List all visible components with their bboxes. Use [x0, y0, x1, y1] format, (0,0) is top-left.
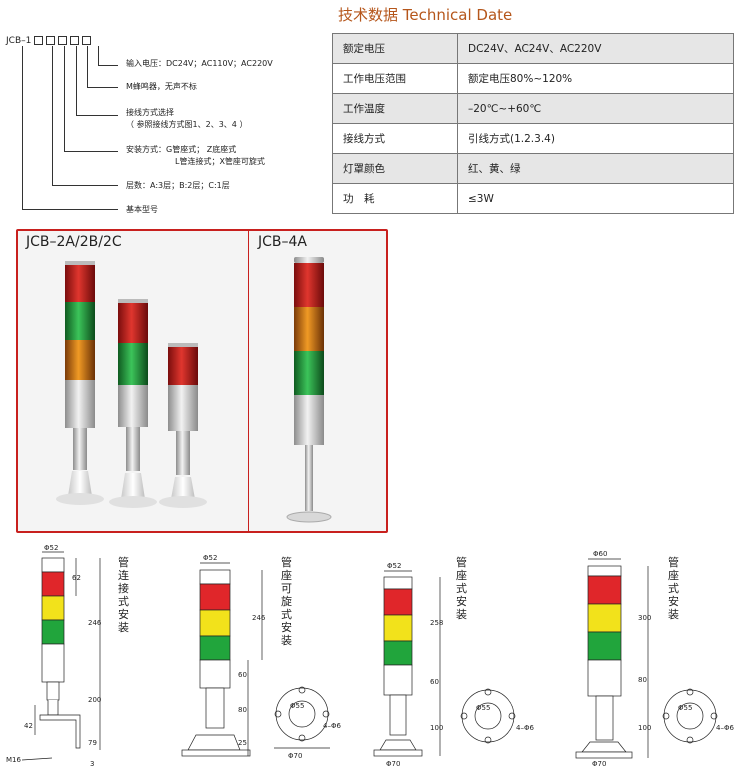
- drawing-tube-connect: [21, 551, 101, 761]
- dim-text: Φ52: [44, 544, 58, 552]
- desc-buzzer: M蜂鸣器，无声不标: [126, 82, 197, 91]
- dim-text: Φ70: [592, 760, 606, 768]
- code-line: [22, 209, 118, 210]
- spec-title: 技术数据 Technical Date: [338, 6, 513, 24]
- tower-photo-jcb-4a: [286, 257, 332, 523]
- code-box-2: [46, 36, 56, 45]
- table-row: 灯罩颜色红、黄、绿: [332, 153, 734, 184]
- spec-value: 额定电压80%~120%: [457, 63, 734, 94]
- code-line: [64, 46, 65, 152]
- photo-divider: [248, 231, 249, 531]
- ordering-prefix: JCB–1: [6, 36, 32, 46]
- model-label-left: JCB–2A/2B/2C: [26, 234, 122, 250]
- code-line: [87, 87, 118, 88]
- dim-text: Φ55: [476, 704, 490, 712]
- dim-text: 258: [430, 619, 443, 627]
- drawing-rotatable-base: [181, 562, 330, 757]
- code-line: [76, 115, 118, 116]
- spec-value: DC24V、AC24V、AC220V: [457, 33, 734, 64]
- dim-text: Φ55: [290, 702, 304, 710]
- dim-text: Φ55: [678, 704, 692, 712]
- dim-text: 4–Φ6: [716, 724, 734, 732]
- code-line: [98, 65, 118, 66]
- product-photo-illustration: [56, 257, 332, 523]
- code-line: [76, 46, 77, 116]
- table-row: 功 耗≤3W: [332, 183, 734, 214]
- desc-mount: 安装方式：G管座式； Z底座式: [126, 145, 237, 154]
- dim-text: 80: [638, 676, 647, 684]
- spec-value: 引线方式(1.2.3.4): [457, 123, 734, 154]
- spec-label: 工作温度: [332, 93, 458, 124]
- dim-text: 100: [638, 724, 651, 732]
- spec-label: 额定电压: [332, 33, 458, 64]
- drawing-base-mount-60: [575, 558, 718, 759]
- product-photo-panel: JCB–2A/2B/2C JCB–4A: [16, 229, 388, 533]
- spec-label: 工作电压范围: [332, 63, 458, 94]
- code-line: [52, 46, 53, 186]
- drawing-label-2: 管座可旋式安装: [281, 556, 292, 647]
- dim-text: 4–Φ6: [323, 722, 341, 730]
- model-label-right: JCB–4A: [258, 234, 307, 250]
- code-line: [87, 46, 88, 88]
- dim-text: 300: [638, 614, 651, 622]
- dim-text: 246: [88, 619, 102, 627]
- code-line: [52, 185, 118, 186]
- code-box-5: [82, 36, 92, 45]
- table-row: 工作电压范围额定电压80%~120%: [332, 63, 734, 94]
- dim-text: Φ52: [387, 562, 401, 570]
- code-line: [22, 46, 23, 210]
- dim-text: 62: [72, 574, 81, 582]
- dim-text: 80: [238, 706, 247, 714]
- code-box-4: [70, 36, 80, 45]
- table-row: 接线方式引线方式(1.2.3.4): [332, 123, 734, 154]
- tower-photo-1-tier: [159, 343, 207, 508]
- dim-text: 4–Φ6: [516, 724, 534, 732]
- dim-text: 79: [88, 739, 97, 747]
- dim-text: 42: [24, 722, 33, 730]
- spec-value: –20℃~+60℃: [457, 93, 734, 124]
- dim-text: 200: [88, 696, 101, 704]
- technical-drawings: Φ52 62 246 200 42 79 3 M16 Φ52 246 60 80…: [6, 544, 734, 768]
- dim-text: 3: [90, 760, 94, 768]
- spec-label: 功 耗: [332, 183, 458, 214]
- dim-text: 246: [252, 614, 266, 622]
- dim-text: Φ70: [386, 760, 400, 768]
- dim-text: Φ70: [288, 752, 302, 760]
- drawing-label-1: 管连接式安装: [118, 556, 129, 634]
- table-row: 工作温度–20℃~+60℃: [332, 93, 734, 124]
- desc-voltage: 输入电压：DC24V；AC110V；AC220V: [126, 59, 273, 68]
- spec-label: 灯罩颜色: [332, 153, 458, 184]
- dim-text: Φ52: [203, 554, 217, 562]
- ordering-code: JCB–1: [6, 36, 92, 46]
- drawing-label-4: 管座式安装: [668, 556, 679, 621]
- dim-text: Φ60: [593, 550, 607, 558]
- dim-text: 60: [430, 678, 439, 686]
- spec-label: 接线方式: [332, 123, 458, 154]
- desc-mount-2: L管连接式；X管座可旋式: [175, 157, 265, 166]
- desc-wiring: 接线方式选择: [126, 108, 174, 117]
- spec-value: 红、黄、绿: [457, 153, 734, 184]
- desc-base-model: 基本型号: [126, 205, 158, 214]
- dim-text: 60: [238, 671, 247, 679]
- drawing-base-mount-52: [373, 570, 516, 757]
- code-line: [64, 151, 118, 152]
- code-box-3: [58, 36, 68, 45]
- desc-wiring-ref: （ 参照接线方式图1、2、3、4 ）: [126, 120, 248, 129]
- dim-text: 100: [430, 724, 443, 732]
- tower-photo-3-tier: [56, 261, 104, 505]
- spec-value: ≤3W: [457, 183, 734, 214]
- dim-text: 25: [238, 739, 247, 747]
- dim-text: M16: [6, 756, 21, 764]
- drawing-label-3: 管座式安装: [456, 556, 467, 621]
- code-line: [98, 46, 99, 66]
- desc-layers: 层数：A:3层；B:2层；C:1层: [126, 181, 230, 190]
- code-box-1: [34, 36, 44, 45]
- tower-photo-2-tier: [109, 299, 157, 508]
